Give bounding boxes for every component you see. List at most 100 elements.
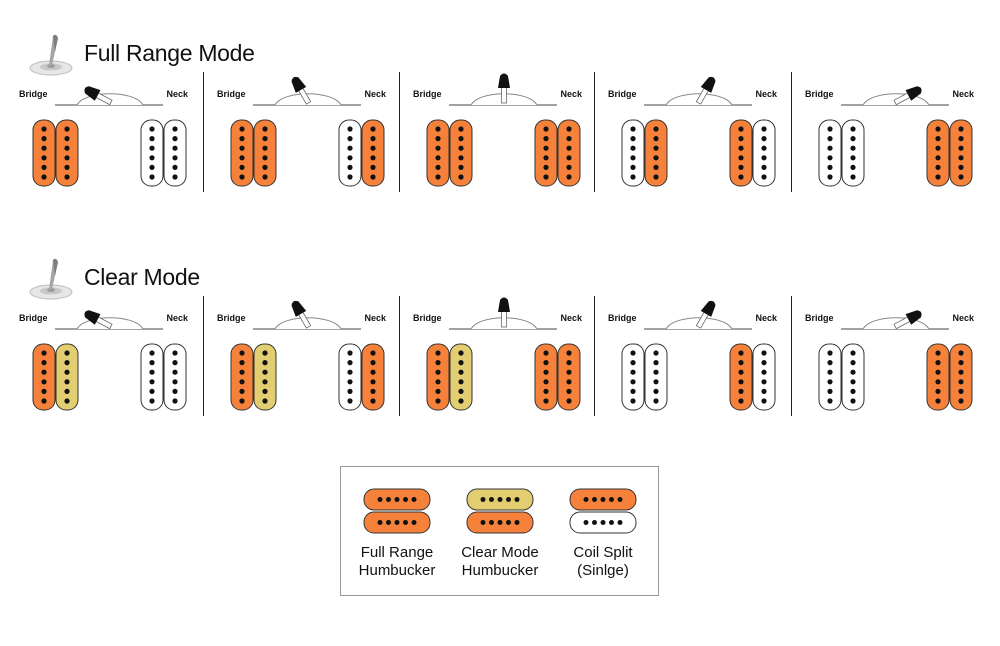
pickup-selector-switch xyxy=(55,310,163,330)
neck-pickup xyxy=(140,343,188,416)
humbucker-pickup-icon xyxy=(338,119,385,187)
humbucker-pickup-icon xyxy=(926,343,973,411)
position-divider xyxy=(399,72,400,192)
coil-split xyxy=(140,343,164,411)
humbucker-pickup-icon xyxy=(534,119,581,187)
pickup-selector-switch xyxy=(449,297,557,330)
bridge-label: Bridge xyxy=(19,89,48,99)
humbucker-pickup-icon xyxy=(534,343,581,411)
full-range-humbucker-icon xyxy=(363,488,431,534)
pickup-selector-switch xyxy=(449,73,557,106)
position-divider xyxy=(203,72,204,192)
coil-split xyxy=(140,119,164,187)
neck-pickup xyxy=(338,343,386,416)
pickup-selector-switch xyxy=(841,86,949,106)
bridge-label: Bridge xyxy=(805,313,834,323)
position-divider xyxy=(594,72,595,192)
position-divider xyxy=(203,296,204,416)
pickup-selector-switch xyxy=(253,300,361,330)
bridge-pickup xyxy=(426,343,474,416)
humbucker-pickup-icon xyxy=(729,119,776,187)
neck-pickup xyxy=(140,119,188,192)
neck-pickup xyxy=(534,343,582,416)
full-range-positions: Bridge Neck Bridge Neck Bridge Neck Bridge N… xyxy=(0,72,1000,212)
toggle-switch-icon xyxy=(29,34,73,76)
coil-full xyxy=(949,119,973,187)
coil-full xyxy=(644,119,668,187)
switch-position-3: Bridge Neck xyxy=(399,72,595,212)
humbucker-pickup-icon xyxy=(32,343,79,411)
neck-label: Neck xyxy=(166,313,188,323)
bridge-label: Bridge xyxy=(608,313,637,323)
humbucker-pickup-icon xyxy=(621,343,668,411)
humbucker-pickup-icon xyxy=(140,343,187,411)
neck-label: Neck xyxy=(560,89,582,99)
bridge-pickup xyxy=(32,119,80,192)
bridge-label: Bridge xyxy=(805,89,834,99)
pickup-selector-switch xyxy=(55,86,163,106)
neck-pickup xyxy=(338,119,386,192)
humbucker-pickup-icon xyxy=(140,119,187,187)
neck-label: Neck xyxy=(755,313,777,323)
pickup-selector-switch xyxy=(644,76,752,106)
humbucker-pickup-icon xyxy=(230,119,277,187)
legend-coil-split: Coil Split(Sinlge) xyxy=(551,487,655,580)
pickup-selector-switch xyxy=(644,300,752,330)
coil-full xyxy=(230,343,254,411)
bridge-pickup xyxy=(818,343,866,416)
coil-full xyxy=(557,119,581,187)
coil-split xyxy=(752,119,776,187)
coil-full xyxy=(557,343,581,411)
bridge-label: Bridge xyxy=(608,89,637,99)
pickup-selector-switch xyxy=(841,310,949,330)
clear-mode-positions: Bridge Neck Bridge Neck Bridge Neck Bridge N… xyxy=(0,296,1000,436)
coil-clear xyxy=(253,343,277,411)
neck-label: Neck xyxy=(952,89,974,99)
coil-full xyxy=(32,119,56,187)
bridge-label: Bridge xyxy=(217,313,246,323)
coil-full xyxy=(729,343,753,411)
position-divider xyxy=(594,296,595,416)
full-range-title: Full Range Mode xyxy=(84,40,255,66)
neck-label: Neck xyxy=(952,313,974,323)
coil-full xyxy=(361,343,385,411)
humbucker-pickup-icon xyxy=(338,343,385,411)
coil-full xyxy=(426,343,450,411)
coil-full xyxy=(534,119,558,187)
coil-full xyxy=(949,343,973,411)
humbucker-pickup-icon xyxy=(230,343,277,411)
switch-position-1: Bridge Neck xyxy=(5,72,201,212)
switch-position-2: Bridge Neck xyxy=(203,296,399,436)
pickup-selector-switch xyxy=(253,76,361,106)
coil-full xyxy=(926,343,950,411)
coil-split xyxy=(752,343,776,411)
bridge-label: Bridge xyxy=(217,89,246,99)
neck-label: Neck xyxy=(755,89,777,99)
coil-split xyxy=(163,119,187,187)
toggle-switch-icon xyxy=(29,258,73,300)
switch-position-2: Bridge Neck xyxy=(203,72,399,212)
coil-full xyxy=(449,119,473,187)
neck-label: Neck xyxy=(166,89,188,99)
coil-split xyxy=(621,119,645,187)
switch-position-5: Bridge Neck xyxy=(791,72,987,212)
coil-full xyxy=(926,119,950,187)
coil-full xyxy=(253,119,277,187)
neck-label: Neck xyxy=(364,313,386,323)
bridge-label: Bridge xyxy=(413,313,442,323)
humbucker-pickup-icon xyxy=(729,343,776,411)
position-divider xyxy=(791,72,792,192)
clear-mode-humbucker-icon xyxy=(466,488,534,534)
coil-split xyxy=(841,119,865,187)
humbucker-pickup-icon xyxy=(621,119,668,187)
coil-split xyxy=(163,343,187,411)
neck-pickup xyxy=(926,119,974,192)
bridge-pickup xyxy=(818,119,866,192)
neck-pickup xyxy=(729,343,777,416)
bridge-label: Bridge xyxy=(413,89,442,99)
neck-label: Neck xyxy=(364,89,386,99)
